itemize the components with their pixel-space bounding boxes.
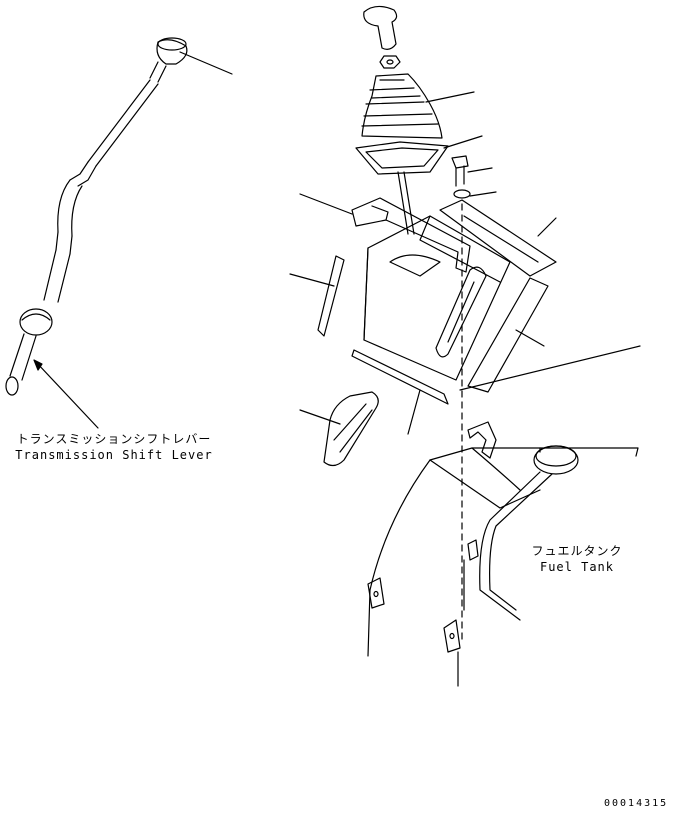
transmission-shift-lever-label-jp: トランスミッションシフトレバー <box>16 432 212 446</box>
fuel-tank-label-jp: フュエルタンク <box>531 544 623 558</box>
fuel-tank-label-en: Fuel Tank <box>539 560 615 574</box>
console-assembly-drawing <box>289 5 641 687</box>
transmission-shift-lever-label-en: Transmission Shift Lever <box>15 448 213 462</box>
drawing-id: 00014315 <box>604 798 669 809</box>
shift-lever-drawing <box>5 37 233 429</box>
